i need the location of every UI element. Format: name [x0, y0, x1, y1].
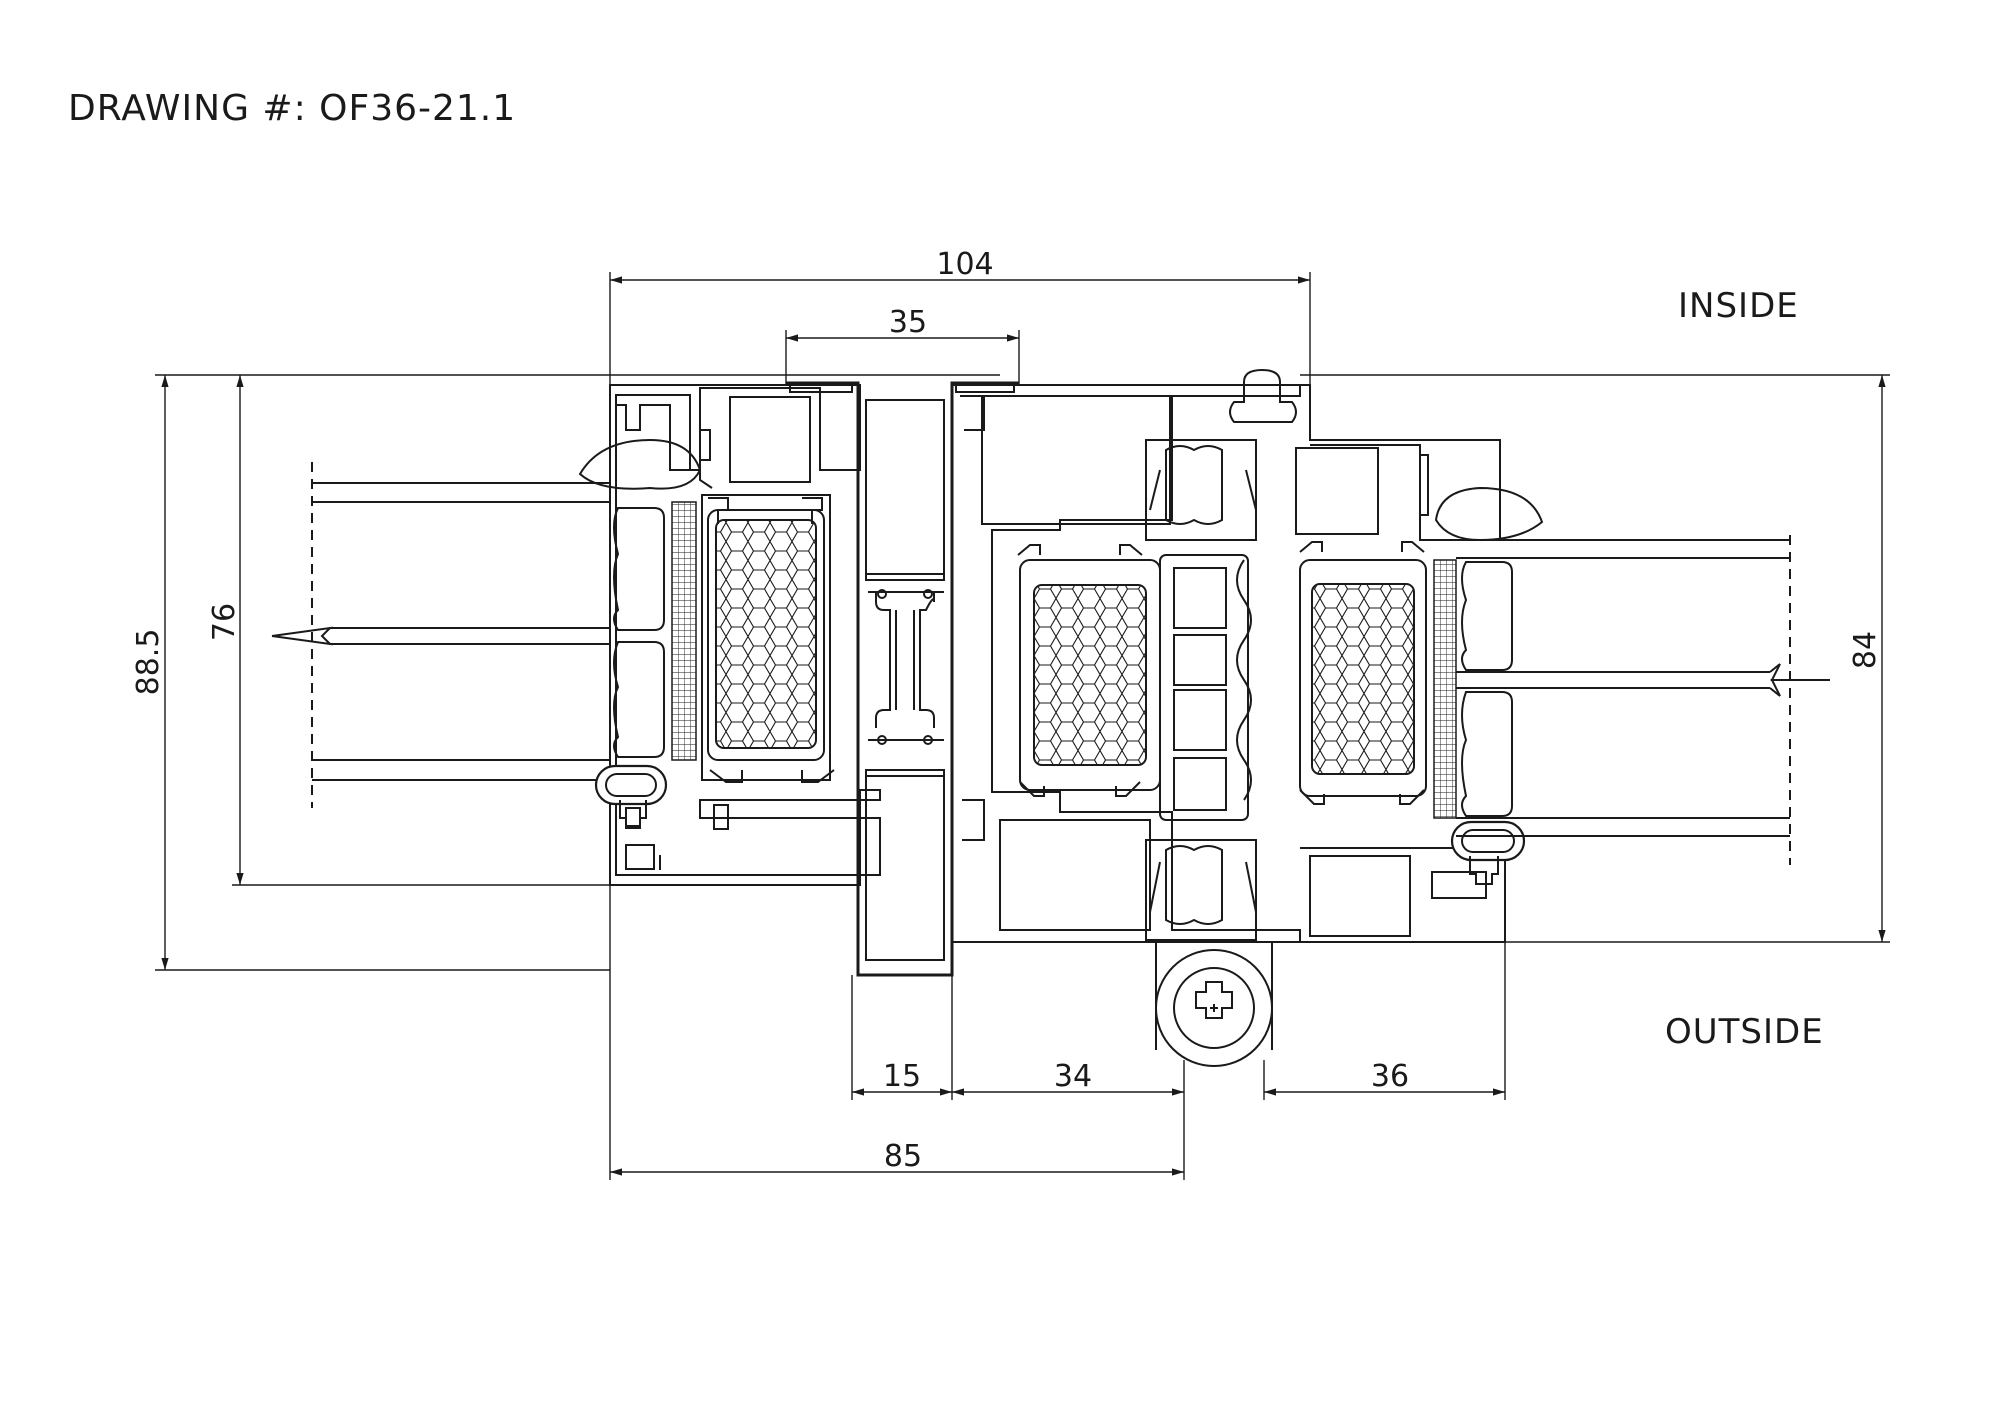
center-gasket-assembly	[1145, 368, 1297, 1067]
dim-88-5: 88.5	[131, 629, 166, 696]
dim-36: 36	[1371, 1059, 1409, 1094]
dim-84: 84	[1848, 631, 1883, 669]
dim-85: 85	[884, 1139, 922, 1174]
right-glazing-unit	[1456, 535, 1830, 865]
drawing-title: DRAWING #: OF36-21.1	[68, 88, 517, 129]
middle-sash-profile	[952, 384, 1301, 943]
left-frame-profile	[578, 384, 881, 886]
dimension-lines	[155, 272, 1890, 1180]
inside-label: INSIDE	[1678, 286, 1799, 326]
right-frame-profile	[1295, 384, 1544, 943]
dim-34: 34	[1054, 1059, 1092, 1094]
dim-35: 35	[889, 305, 927, 340]
outside-label: OUTSIDE	[1665, 1012, 1824, 1052]
dim-104: 104	[936, 247, 993, 282]
left-glazing-unit	[271, 462, 697, 808]
dim-15: 15	[883, 1059, 921, 1094]
center-mullion	[786, 381, 1019, 977]
dim-76: 76	[207, 603, 242, 641]
left-sash-profile	[701, 494, 835, 783]
